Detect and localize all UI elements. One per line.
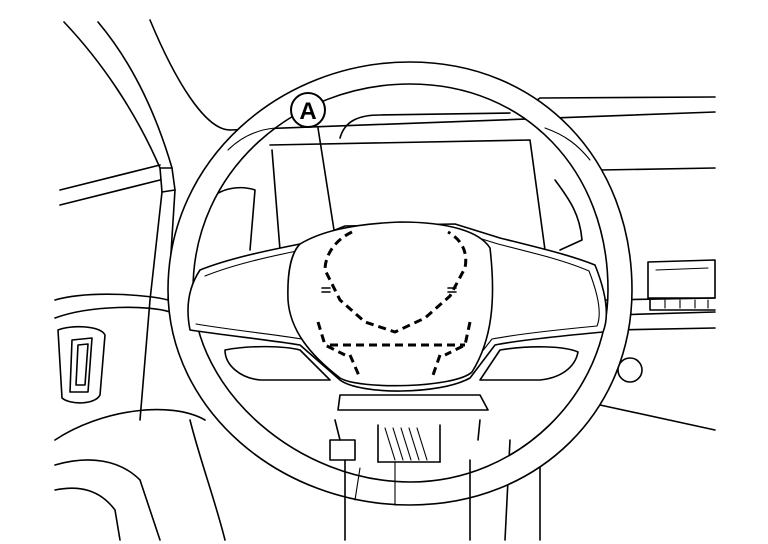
callout-a-label: A — [299, 98, 316, 125]
right-side-controls — [617, 259, 716, 383]
steering-wheel-rim — [167, 61, 633, 506]
callout-a-circle — [290, 92, 326, 128]
a-pillar — [59, 19, 231, 421]
lower-spoke — [224, 345, 579, 541]
airbag-module — [287, 221, 494, 387]
callout-a: A — [290, 92, 335, 231]
left-door-trim — [54, 293, 226, 541]
airbag-deployment-outline — [323, 230, 468, 334]
